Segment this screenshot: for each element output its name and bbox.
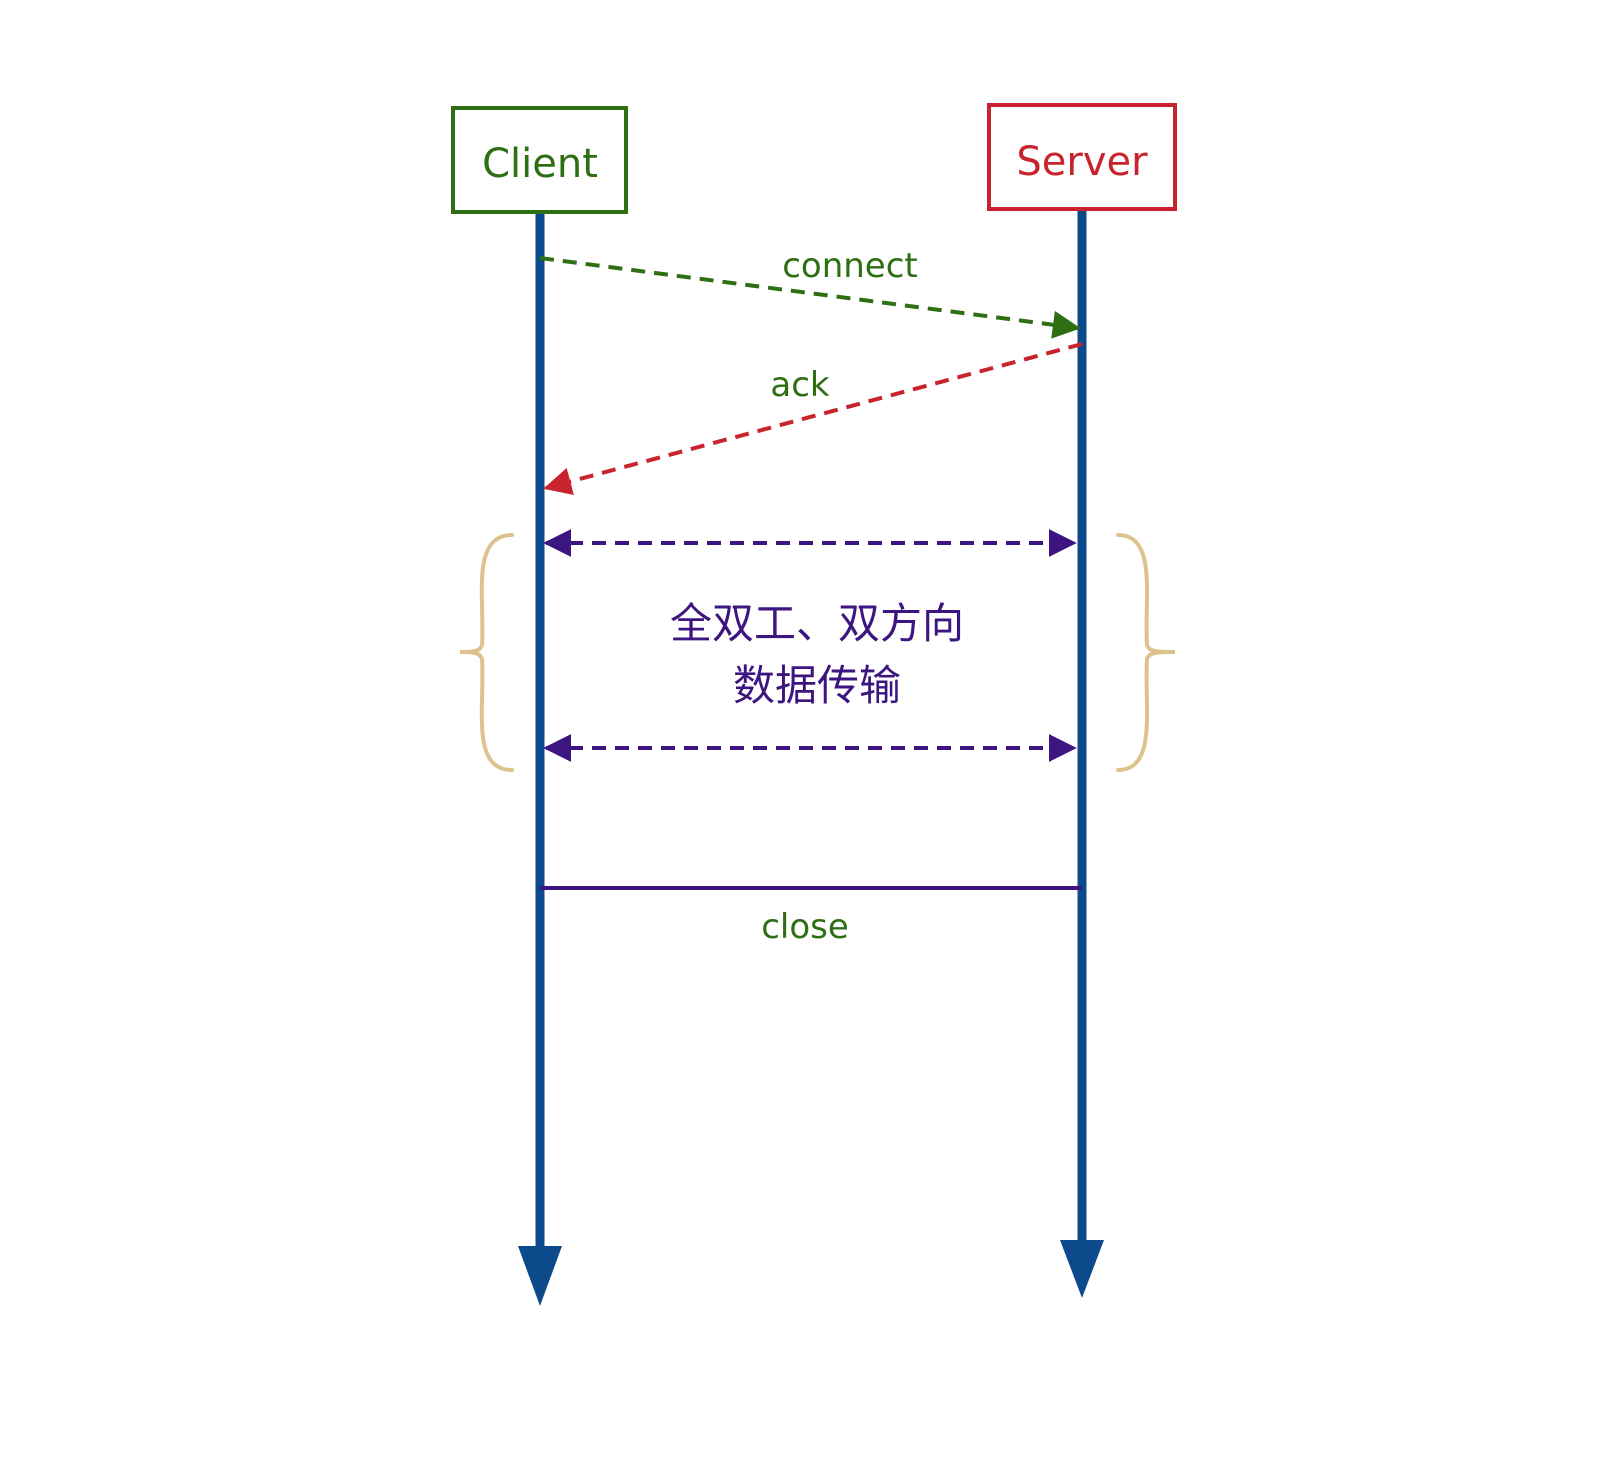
duplex-label-line2: 数据传输: [733, 661, 901, 710]
client-label: Client: [482, 141, 598, 187]
ack-message: ack: [543, 342, 1083, 495]
right-brace-icon: [1116, 533, 1176, 772]
ack-label: ack: [770, 365, 830, 405]
duplex-region: 全双工、双方向 数据传输: [459, 529, 1176, 772]
ack-arrow: [543, 342, 1083, 495]
server-label: Server: [1016, 139, 1148, 185]
client-lifeline: [518, 212, 562, 1306]
duplex-label-line1: 全双工、双方向: [670, 599, 964, 648]
server-box: Server: [987, 103, 1177, 211]
connect-message: connect: [539, 246, 1081, 339]
close-label: close: [761, 907, 849, 947]
connect-label: connect: [782, 246, 918, 286]
left-brace-icon: [459, 533, 514, 772]
close-message: close: [540, 886, 1082, 947]
client-box: Client: [451, 106, 628, 214]
server-lifeline: [1060, 208, 1104, 1298]
client-lifeline-arrow-icon: [518, 1246, 562, 1306]
server-lifeline-arrow-icon: [1060, 1240, 1104, 1298]
